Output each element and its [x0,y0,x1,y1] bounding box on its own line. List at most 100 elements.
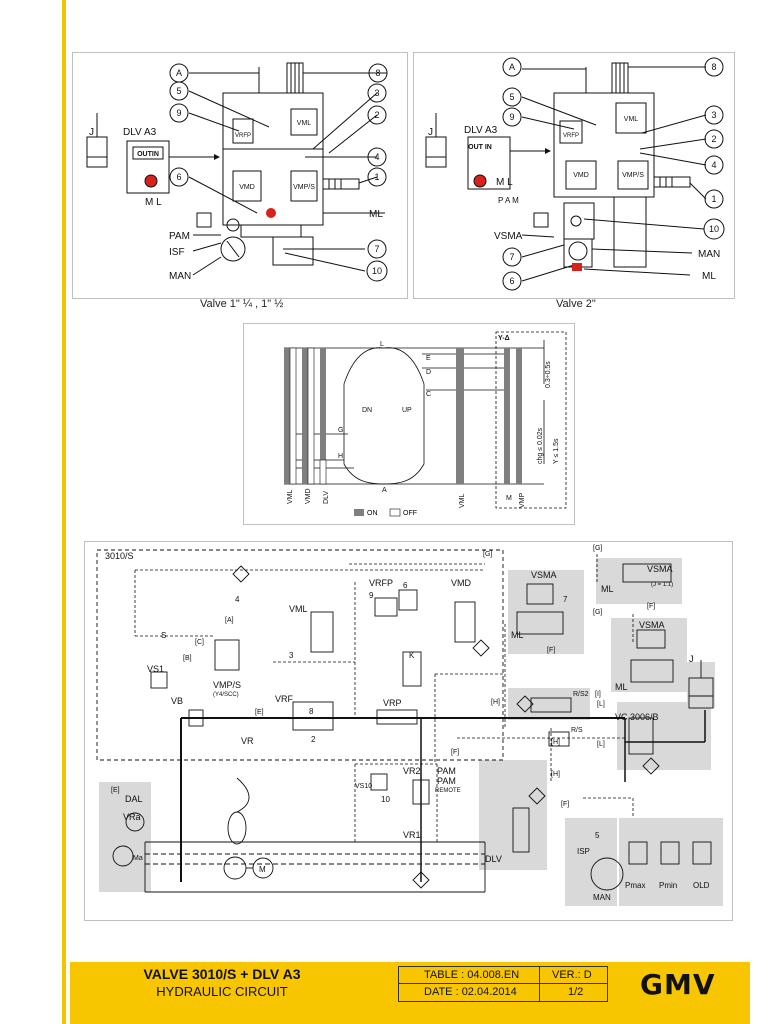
valve-small-caption: Valve 1" ¼ , 1" ½ [200,298,284,310]
callout-6: 6 [176,172,181,182]
label-man: MAN [593,893,611,902]
version: VER.: D [552,969,592,981]
label-g-3: [G] [593,609,602,616]
label-vc3006b: VC 3006/B [615,712,659,722]
gmv-logo: GMV [640,968,716,1001]
timing-col-vml: VML [287,490,294,505]
isf-label: ISF [169,247,185,258]
label-pam-2: PAM [437,776,456,786]
label-n4: 4 [235,595,240,604]
timing-e: E [426,355,431,362]
label-k: K [409,651,415,660]
label-n3: 3 [289,651,294,660]
callout-7: 7 [374,244,379,254]
j-label: J [89,127,94,138]
label-f-1: [F] [547,647,555,654]
document-title: VALVE 3010/S + DLV A3 [143,966,301,982]
label-vmps-sub: (Y4/SCC) [213,692,239,698]
j-label-large: J [428,127,433,138]
label-vml: VML [289,604,308,614]
timing-col-vmp: VMP [519,493,526,509]
pam-label-large: P A M [498,196,519,205]
label-old: OLD [693,881,710,890]
outin-label: OUTIN [137,151,159,158]
vml-label-large: VML [624,116,639,123]
timing-col-vml2: VML [459,494,466,509]
label-ml-2: ML [601,584,614,594]
callout-2-large: 2 [711,134,716,144]
label-remote: REMOTE [435,788,461,794]
date: DATE : 02.04.2014 [424,986,517,998]
timing-t1: 0.3÷0.5s [545,361,552,388]
man-label-large: MAN [698,249,720,260]
label-ml-1: ML [511,630,524,640]
label-vrf: VRF [275,694,294,704]
label-vsma-1: VSMA [531,570,557,580]
outin-label-large: OUT IN [468,144,492,151]
vmd-label: VMD [239,184,255,191]
timing-a: A [382,487,387,494]
label-vs10: VS10 [355,783,372,790]
callout-10: 10 [372,266,382,276]
callout-1-large: 1 [711,194,716,204]
vmps-label: VMP/S [293,184,315,191]
valve-small-drawing: A 8 5 9 3 2 4 1 6 7 10 VRFP VML VMD VMP/… [86,62,388,282]
label-g-2: [G] [593,545,602,552]
label-i: [I] [595,691,601,698]
label-dlv: DLV [485,854,502,864]
label-vsma-2-sub: (J = 1:1) [651,582,673,588]
dlv-a3-label-large: DLV A3 [464,125,498,136]
label-n7: 7 [563,595,568,604]
ml-right-label: ML [369,209,383,220]
ml-label-large: ML [702,271,716,282]
label-l-1: [L] [597,741,605,748]
label-n2: 2 [311,735,316,744]
man-label: MAN [169,271,191,282]
valve-large-caption: Valve 2" [556,298,596,310]
table-number: TABLE : 04.008.EN [424,969,520,981]
label-pam-1: PAM [437,766,456,776]
label-vs1: VS1 [147,664,164,674]
timing-diagram: DN UP Y-Δ L E D C G H A M 0.3÷0.5s chg ≤… [284,331,567,517]
dlv-a3-label: DLV A3 [123,127,157,138]
callout-7-large: 7 [509,252,514,262]
vrfp-label: VRFP [235,133,251,139]
label-f-4: [F] [561,801,569,808]
callout-1: 1 [374,172,379,182]
label-m: M [259,865,266,874]
pam-label: PAM [169,231,190,242]
label-vb: VB [171,696,183,706]
label-c: [C] [195,639,204,646]
label-vr1: VR1 [403,830,421,840]
label-h-2: [H] [551,739,560,746]
ml-left-label-large: M L [496,177,513,188]
label-n5: 5 [595,831,600,840]
frame-title: 3010/S [105,551,134,561]
label-n9: 9 [369,591,374,600]
timing-t2: chg ≤ 0.02s [537,427,544,464]
timing-dn: DN [362,407,372,414]
label-vsma-2: VSMA [647,564,673,574]
timing-l: L [380,341,384,348]
label-rs: R/S [571,727,583,734]
document-info-box [398,966,608,1002]
label-vmps: VMP/S [213,680,241,690]
label-ma: Ma [133,855,143,862]
label-h-3: [H] [551,771,560,778]
vsma-label-large: VSMA [494,231,523,242]
timing-col-vmd: VMD [305,488,312,504]
callout-5-large: 5 [509,92,514,102]
ml-left-label: M L [145,197,162,208]
timing-diagram-panel: DN UP Y-Δ L E D C G H A M 0.3÷0.5s chg ≤… [243,323,575,525]
legend-off: OFF [403,510,417,517]
timing-h: H [338,453,343,460]
timing-g: G [338,427,343,434]
timing-col-dlv: DLV [323,491,330,504]
label-e-1: [E] [255,709,264,716]
label-a: [A] [225,617,234,624]
label-h-1: [H] [491,699,500,706]
vmps-label-large: VMP/S [622,172,644,179]
label-vrp: VRP [383,698,402,708]
label-vra: VRa [123,812,141,822]
vrfp-label-large: VRFP [563,133,579,139]
